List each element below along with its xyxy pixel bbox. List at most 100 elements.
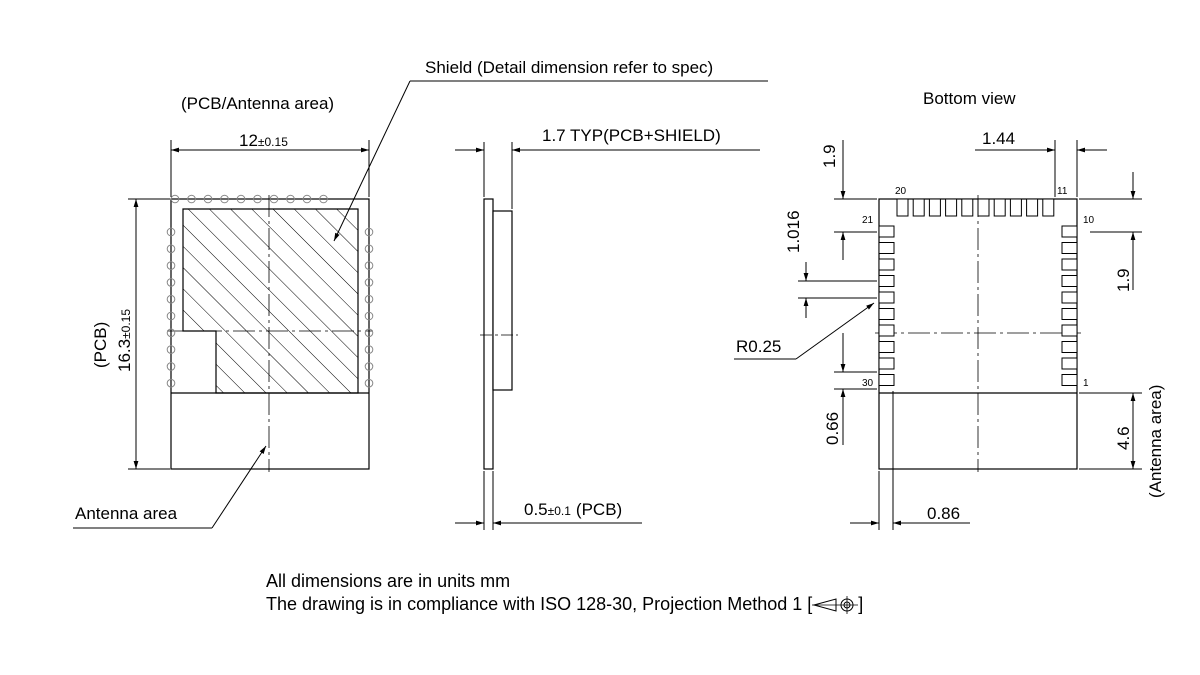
antenna-callout: Antenna area	[73, 445, 267, 529]
antenna-area-label: (Antenna area)	[1146, 385, 1165, 498]
side-pcb	[483, 198, 494, 470]
front-height-pcb-label: (PCB)	[91, 322, 110, 368]
pin-hole	[364, 378, 374, 388]
dim-bottom: 0.86	[850, 391, 970, 530]
pad	[1061, 374, 1078, 386]
pin-hole	[364, 294, 374, 304]
pin-label-21: 21	[862, 215, 874, 226]
pin-hole	[220, 194, 229, 204]
front-height-dimension: 16.3±0.15 (PCB)	[91, 198, 170, 470]
pad	[878, 242, 895, 254]
pad	[1026, 198, 1039, 217]
pin-hole	[170, 194, 180, 204]
pad	[928, 198, 941, 217]
pin-hole	[203, 194, 213, 204]
shield-area	[182, 208, 359, 394]
pin-label-30: 30	[862, 378, 874, 389]
pin-hole	[364, 244, 374, 254]
pad	[1061, 225, 1078, 238]
bottom-view: Bottom view 20 11 21 10 30 1 1.9 1.016	[734, 89, 1165, 530]
pad	[993, 198, 1006, 217]
dim-pitch: 1.016	[784, 210, 877, 318]
pin-hole	[364, 345, 374, 354]
pad	[896, 198, 909, 217]
pad	[878, 291, 895, 304]
shield-callout-text: Shield (Detail dimension refer to spec)	[425, 58, 713, 77]
side-pcb-dimension: 0.5±0.1(PCB)	[455, 471, 642, 530]
pad	[878, 308, 895, 320]
pin-hole	[166, 345, 176, 354]
side-pcb-label: 0.5±0.1(PCB)	[524, 500, 622, 519]
front-view-title: (PCB/Antenna area)	[181, 94, 334, 113]
shield-callout: Shield (Detail dimension refer to spec)	[333, 58, 768, 242]
pin-label-11: 11	[1057, 186, 1068, 197]
pin-label-10: 10	[1083, 215, 1095, 226]
pad	[1061, 275, 1078, 287]
pad	[1009, 198, 1022, 217]
pad	[977, 198, 990, 217]
pad	[878, 374, 895, 386]
dim-right-label: 1.9	[1114, 268, 1133, 292]
front-pin-holes	[166, 194, 374, 388]
notes-line-2-text: The drawing is in compliance with ISO 12…	[266, 594, 813, 614]
pin-hole	[187, 194, 196, 204]
front-width-dimension: 12±0.15	[170, 131, 370, 197]
pin-hole	[253, 194, 262, 204]
pin-hole	[166, 362, 176, 371]
pin-hole	[166, 244, 176, 254]
pin-hole	[166, 227, 176, 237]
pad	[1061, 308, 1078, 320]
pin-hole	[364, 311, 374, 321]
dim-bottom-pad: 0.66	[823, 333, 877, 445]
notes-line-2-end: ]	[858, 594, 864, 614]
dim-top-left-label: 1.9	[820, 144, 839, 168]
dim-bottom-label: 0.86	[927, 504, 960, 523]
pin-label-1: 1	[1083, 378, 1089, 389]
pad	[1061, 357, 1078, 370]
dim-bottom-pad-label: 0.66	[823, 412, 842, 445]
pin-hole	[364, 362, 374, 371]
pad	[878, 341, 895, 353]
side-view: 1.7 TYP(PCB+SHIELD) 0.5±0.1(PCB)	[455, 126, 760, 530]
pad	[878, 275, 895, 287]
side-thickness-label: 1.7 TYP(PCB+SHIELD)	[542, 126, 721, 145]
dim-antenna: 4.6 (Antenna area)	[1079, 385, 1165, 498]
pad	[945, 198, 958, 217]
pin-hole	[319, 194, 328, 204]
pad	[1061, 258, 1078, 271]
pin-label-20: 20	[895, 186, 907, 197]
pin-hole	[364, 261, 374, 270]
pin-hole	[166, 261, 176, 270]
pad	[878, 324, 895, 337]
pin-hole	[236, 194, 246, 204]
pad	[878, 357, 895, 370]
notes-line-2: The drawing is in compliance with ISO 12…	[266, 593, 863, 616]
pin-hole	[166, 294, 176, 304]
pad	[878, 258, 895, 271]
pin-hole	[166, 328, 176, 338]
pin-hole	[269, 194, 279, 204]
bottom-view-title: Bottom view	[923, 89, 1016, 108]
dim-pitch-label: 1.016	[784, 210, 803, 253]
pad	[1042, 198, 1055, 217]
dim-top-right: 1.44	[975, 129, 1107, 197]
pad	[1061, 242, 1078, 254]
front-height-label: 16.3±0.15	[115, 309, 134, 372]
dim-top-left: 1.9	[820, 140, 877, 260]
pin-hole	[166, 278, 176, 287]
pin-hole	[364, 328, 374, 338]
pin-hole	[166, 311, 176, 321]
dim-top-right-label: 1.44	[982, 129, 1015, 148]
pad	[961, 198, 974, 217]
pad	[1061, 341, 1078, 353]
pad	[912, 198, 925, 217]
pin-hole	[302, 194, 312, 204]
drawing-notes: All dimensions are in units mm The drawi…	[266, 570, 863, 616]
radius-label: R0.25	[736, 337, 781, 356]
dim-right: 1.9	[1079, 172, 1142, 292]
pin-hole	[286, 194, 295, 204]
pad	[878, 225, 895, 238]
antenna-callout-text: Antenna area	[75, 504, 178, 523]
projection-method-icon	[812, 596, 859, 614]
